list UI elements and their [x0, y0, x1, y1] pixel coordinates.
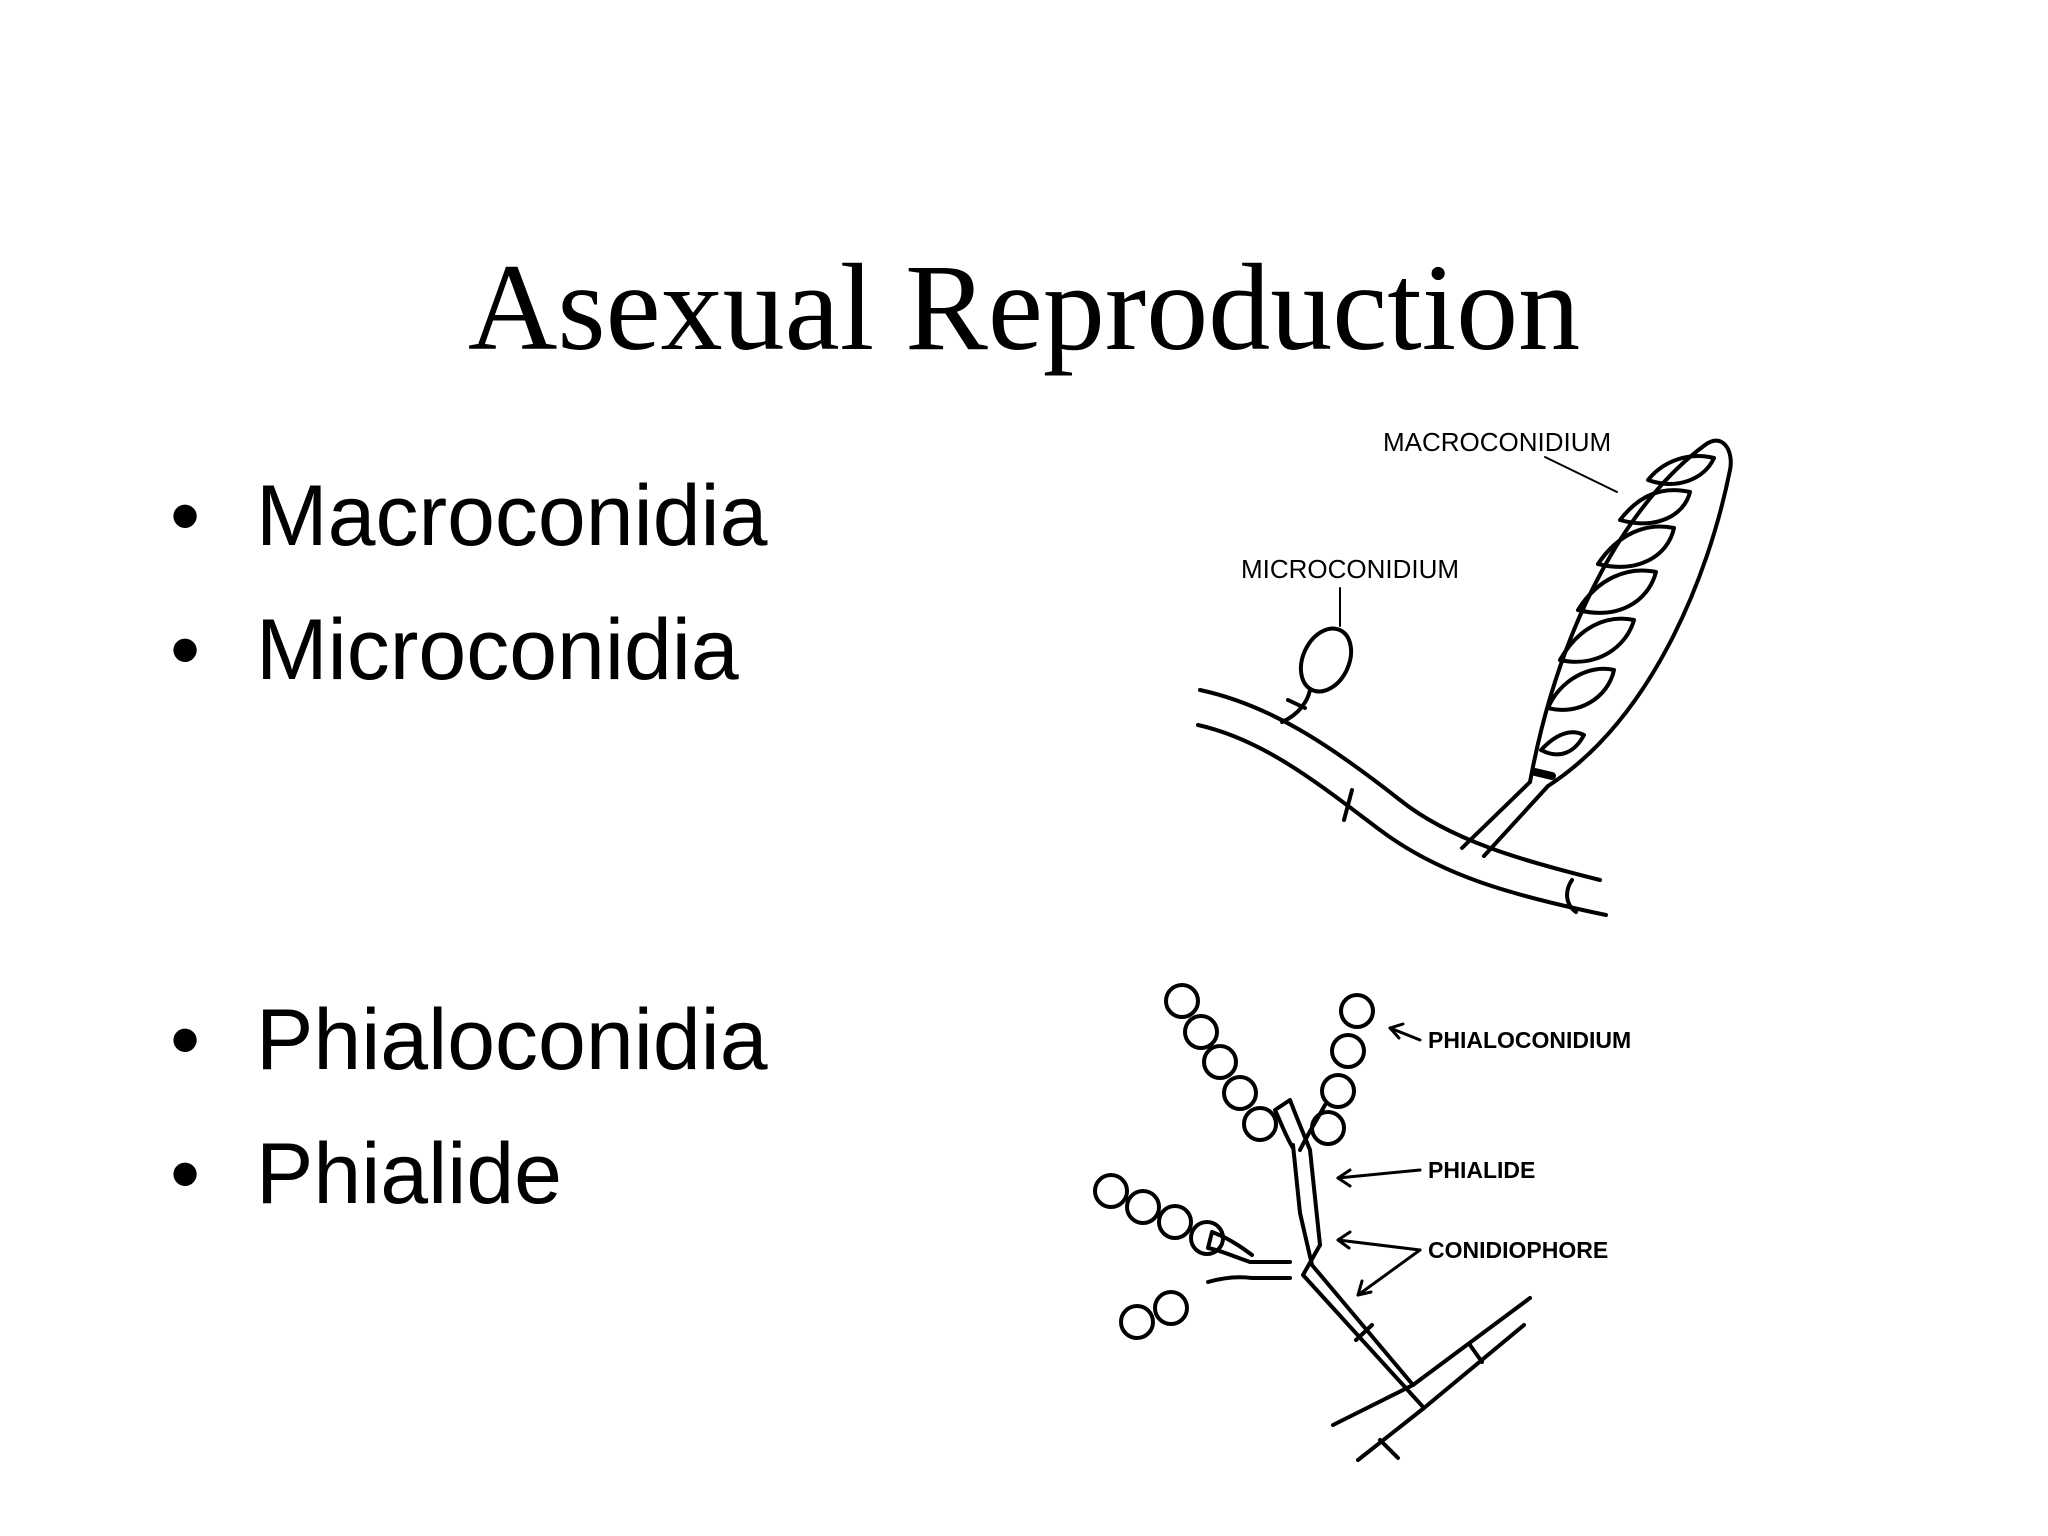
bullet-microconidia: • Microconidia [170, 600, 739, 700]
hypha [1196, 688, 1608, 917]
bullet-phialoconidia: • Phialoconidia [170, 990, 768, 1090]
phialide-diagram [1093, 983, 1532, 1462]
bullet-text: Macroconidia [256, 468, 768, 564]
bullet-text: Phialide [256, 1126, 562, 1222]
label-phialoconidium: PHIALOCONIDIUM [1428, 1027, 1631, 1053]
conidiophore [1248, 1143, 1426, 1410]
label-macroconidium: MACROCONIDIUM [1383, 427, 1611, 457]
label-conidiophore: CONIDIOPHORE [1428, 1237, 1608, 1263]
bullet-dot: • [170, 468, 201, 564]
bullet-macroconidia: • Macroconidia [170, 466, 767, 566]
phialides [1206, 1098, 1327, 1284]
phialoconidia [1093, 983, 1375, 1340]
label-microconidium: MICROCONIDIUM [1241, 554, 1459, 584]
macroconidium [1460, 438, 1733, 858]
label-phialide: PHIALIDE [1428, 1157, 1535, 1183]
conidia-diagram [1196, 438, 1733, 917]
macroconidium-leader [1544, 456, 1618, 493]
leader-arrows [1336, 1022, 1422, 1297]
bullet-text: Phialoconidia [256, 992, 768, 1088]
bullet-dot: • [170, 602, 201, 698]
bullet-dot: • [170, 992, 201, 1088]
slide-title: Asexual Reproduction [467, 239, 1581, 376]
bullet-phialide: • Phialide [170, 1124, 562, 1224]
microconidium [1280, 626, 1354, 724]
bullet-text: Microconidia [256, 602, 739, 698]
bullet-dot: • [170, 1126, 201, 1222]
